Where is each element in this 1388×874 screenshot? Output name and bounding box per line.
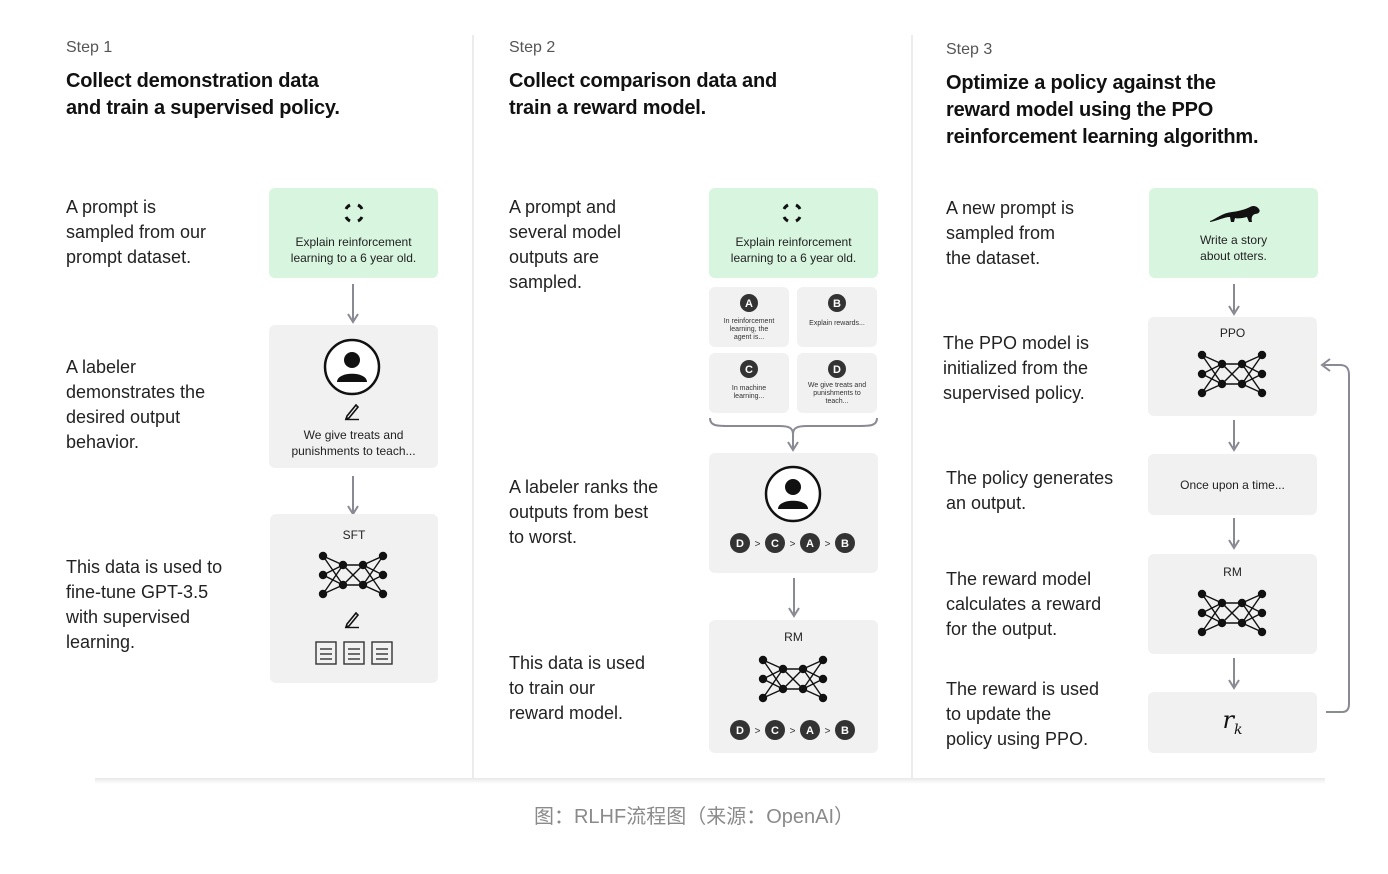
step2-desc-rank: A labeler ranks the outputs from best to… [509,477,659,547]
step1-title: Collect demonstration data and train a s… [66,70,340,119]
step2-prompt-box [709,188,878,278]
reward-symbol: rk [1148,706,1317,738]
step1-sft-box [270,514,438,683]
badge-c-letter: C [745,364,753,376]
rank-badge-a [800,533,820,553]
badge-c-icon: C [740,360,758,378]
step3-rm-label: RM [1223,565,1242,579]
badge-d-icon: D [828,360,846,378]
step3-title: Optimize a policy against the reward mod… [946,72,1259,148]
rank-separator: > [790,726,796,737]
feedback-loop-arrow-icon [1320,358,1350,713]
step-divider-1 [472,35,474,780]
rm-label: RM [784,630,803,644]
output-text-c: In machine learning... [731,385,767,400]
brace-arrow-icon [709,417,878,452]
step3-desc-reward: The reward model calculates a reward for… [946,569,1102,639]
step3-rm-box [1148,554,1317,654]
otter-icon [1210,205,1260,222]
step3-desc-update: The reward is used to update the policy … [946,679,1100,749]
neural-network-icon [758,655,828,703]
arrow-down-icon [1228,284,1240,316]
step3-output-box [1148,454,1317,515]
rank-separator: > [755,539,761,550]
refresh-icon [344,203,364,223]
rank-separator: > [755,726,761,737]
figure-caption: 图：RLHF流程图（来源：OpenAI） [533,806,855,828]
badge-b-letter: B [833,298,841,310]
step1-desc-finetune: This data is used to fine-tune GPT-3.5 w… [66,557,223,652]
rank-letter: D [736,538,744,550]
rank-badge-d [730,533,750,553]
rank-letter: B [841,725,849,737]
documents-icon [315,641,393,665]
rank-letter: B [841,538,849,550]
refresh-icon [782,203,802,223]
rank-badge-b [835,720,855,740]
step1-label: Step 1 [66,39,113,56]
step3-prompt-text: Write a story about otters. [1199,233,1268,263]
step-divider-2 [911,35,913,780]
badge-a-letter: A [745,298,753,310]
rank-letter: A [806,538,814,550]
rank-badge-d [730,720,750,740]
step3-desc-prompt: A new prompt is sampled from the dataset… [946,198,1075,268]
rank-separator: > [825,539,831,550]
step3-desc-output: The policy generates an output. [946,468,1114,513]
badge-a-icon: A [740,294,758,312]
rank-letter: C [771,725,779,737]
badge-b-icon: B [828,294,846,312]
step2-title: Collect comparison data and train a rewa… [509,70,777,119]
step1-prompt-text: Explain reinforcement learning to a 6 ye… [290,235,417,265]
rank-separator: > [790,539,796,550]
rank-letter: A [806,725,814,737]
ranking-row: D > C > A > B [709,532,878,554]
step3-label: Step 3 [946,41,993,58]
rank-badge-a [800,720,820,740]
step1-desc-prompt: A prompt is sampled from our prompt data… [66,197,207,267]
step3-reward-box [1148,692,1317,753]
rank-letter: D [736,725,744,737]
neural-network-icon [1197,589,1267,637]
reward-k: k [1234,721,1243,738]
output-text-d: We give treats and punishments to teach.… [807,382,867,405]
step2-label: Step 2 [509,39,556,56]
rank-badge-c [765,533,785,553]
ppo-label: PPO [1219,326,1246,340]
output-text-b: Explain rewards... [809,320,865,327]
rank-badge-c [765,720,785,740]
step2-prompt-text: Explain reinforcement learning to a 6 ye… [730,235,857,265]
step1-desc-labeler: A labeler demonstrates the desired outpu… [66,357,206,452]
pencil-icon [344,611,360,629]
neural-network-icon [318,551,388,599]
step3-prompt-box [1149,188,1318,278]
labeler-avatar-icon [323,338,381,396]
step1-demo-text: We give treats and punishments to teach.… [291,428,416,458]
reward-r: r [1222,706,1234,734]
step1-prompt-box [269,188,438,278]
neural-network-icon [1197,350,1267,398]
arrow-down-icon [347,284,359,324]
step2-desc-train: This data is used to train our reward mo… [509,653,646,723]
pencil-icon [344,403,360,421]
badge-d-letter: D [833,364,841,376]
rank-badge-b [835,533,855,553]
labeler-avatar-icon [764,465,822,523]
arrow-down-icon [347,476,359,516]
ranking-row-rm: D > C > A > B [709,719,878,741]
sft-label: SFT [342,528,366,542]
arrow-down-icon [1228,420,1240,452]
arrow-down-icon [1228,658,1240,690]
step3-ppo-box [1148,317,1317,416]
step3-desc-ppo: The PPO model is initialized from the su… [943,333,1090,403]
arrow-down-icon [1228,518,1240,550]
output-text-a: In reinforcement learning, the agent is.… [723,318,775,341]
rank-separator: > [825,726,831,737]
bottom-fade [95,778,1325,784]
step3-output-text: Once upon a time... [1180,478,1285,492]
step2-desc-sampled: A prompt and several model outputs are s… [509,197,622,292]
rank-letter: C [771,538,779,550]
arrow-down-icon [788,578,800,618]
